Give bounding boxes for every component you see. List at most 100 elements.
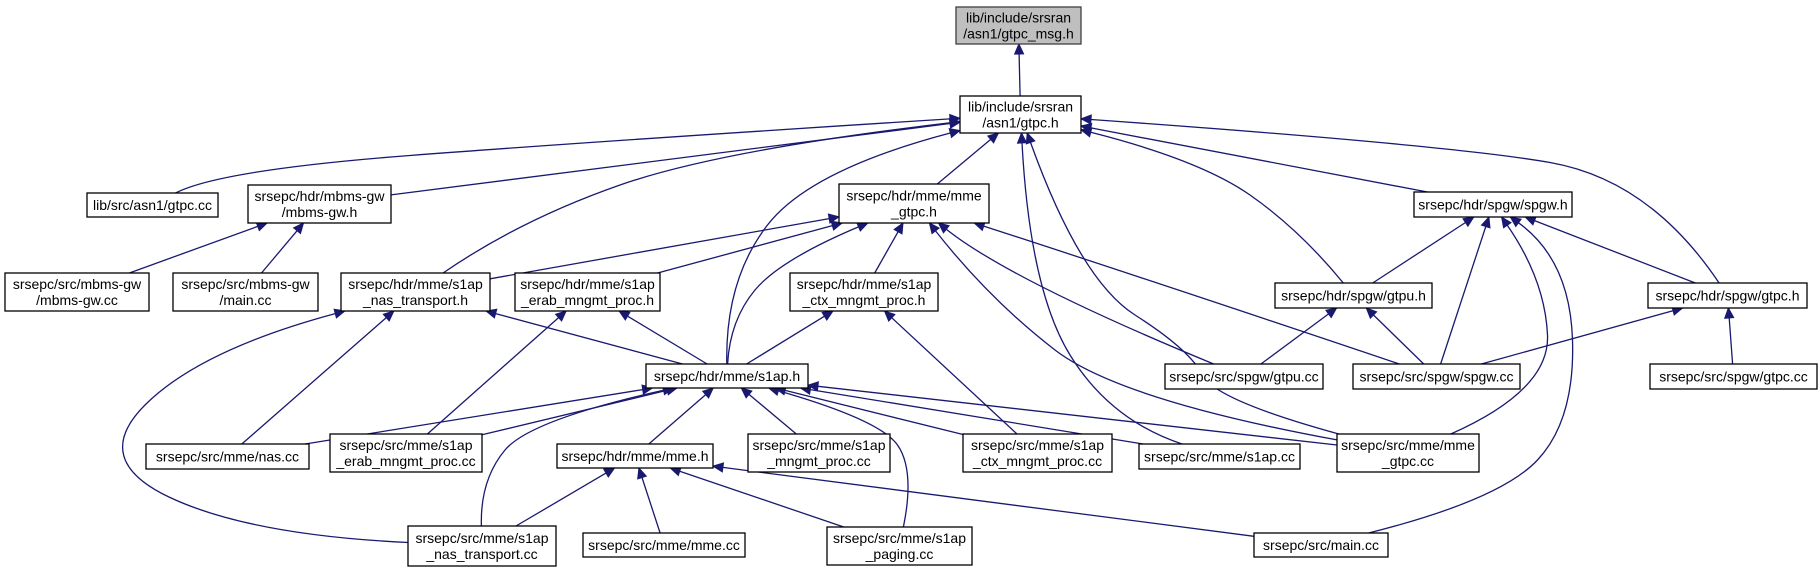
node-label-line: /asn1/gtpc_msg.h (963, 26, 1074, 42)
node-mme-h[interactable]: srsepc/hdr/mme/mme.h (556, 443, 714, 469)
node-label-line: srsepc/hdr/mme/mme (846, 188, 982, 204)
node-label-line: srsepc/src/mme/s1ap (339, 437, 472, 453)
node-label-line: /asn1/gtpc.h (982, 115, 1058, 131)
node-spgw-gtpc-h[interactable]: srsepc/hdr/spgw/gtpc.h (1647, 282, 1808, 309)
dependency-edges (121, 42, 1735, 544)
node-gtpc-h[interactable]: lib/include/srsran/asn1/gtpc.h (959, 95, 1082, 134)
node-box (1164, 363, 1324, 390)
node-label-line: srsepc/src/mbms-gw (181, 276, 310, 292)
node-label-line: _paging.cc (865, 546, 934, 562)
node-label-line: _mngmt_proc.cc (766, 453, 870, 469)
node-label-line: /mbms-gw.cc (36, 292, 118, 308)
node-box (1352, 363, 1521, 390)
node-mbmsgw-h[interactable]: srsepc/hdr/mbms-gw/mbms-gw.h (247, 184, 392, 224)
node-label-line: lib/src/asn1/gtpc.cc (93, 197, 212, 213)
node-ctx-cc[interactable]: srsepc/src/mme/s1ap_ctx_mngmt_proc.cc (962, 433, 1113, 473)
node-nas-cc[interactable]: srsepc/src/mme/nas.cc (145, 443, 310, 470)
node-paging-cc[interactable]: srsepc/src/mme/s1ap_paging.cc (826, 526, 973, 566)
node-label-line: _gtpc.cc (1381, 453, 1434, 469)
node-mme-gtpc-h[interactable]: srsepc/hdr/mme/mme_gtpc.h (838, 183, 990, 224)
node-label-line: srsepc/src/mme/s1ap (752, 437, 885, 453)
edge-gtpu_h-to-spgw_h (1372, 216, 1475, 284)
node-label-line: srsepc/hdr/mbms-gw (255, 188, 386, 204)
node-box (1413, 191, 1573, 218)
node-gtpc-msg-h: lib/include/srsran/asn1/gtpc_msg.h (955, 6, 1082, 45)
edge-s1ap_h-to-ctx_h (746, 310, 835, 365)
node-label-line: _erab_mngmt_proc.h (520, 292, 654, 308)
node-label-line: /main.cc (219, 292, 271, 308)
node-box (172, 272, 319, 312)
node-box (340, 272, 491, 312)
edge-gtpu_h-to-gtpc_h (1079, 127, 1344, 284)
edge-mme_h-to-s1ap_h (648, 387, 715, 445)
node-asn1-gtpc-cc[interactable]: lib/src/asn1/gtpc.cc (86, 192, 219, 218)
node-nas-tr-cc[interactable]: srsepc/src/mme/s1ap_nas_transport.cc (407, 525, 557, 567)
node-nas-tr-h[interactable]: srsepc/hdr/mme/s1ap_nas_transport.h (340, 272, 491, 312)
node-box (1649, 363, 1818, 390)
node-box (1253, 532, 1389, 558)
edge-spgw_cc-to-spgw_gtpc_h (1481, 305, 1684, 365)
node-spgw-cc[interactable]: srsepc/src/spgw/spgw.cc (1352, 363, 1521, 390)
edge-nas_cc-to-nas_tr_h (241, 310, 395, 445)
edge-s1ap_h-to-erab_h (618, 310, 708, 365)
edge-ctx_h-to-mme_gtpc_h (874, 221, 904, 274)
node-s1ap-h[interactable]: srsepc/hdr/mme/s1ap.h (645, 363, 809, 389)
node-erab-h[interactable]: srsepc/hdr/mme/s1ap_erab_mngmt_proc.h (514, 272, 661, 312)
node-mngmt-cc[interactable]: srsepc/src/mme/s1ap_mngmt_proc.cc (747, 433, 891, 473)
node-label-line: _ctx_mngmt_proc.h (802, 292, 926, 308)
node-label-line: srsepc/hdr/mme/s1ap (797, 276, 932, 292)
edge-mme_gtpc_cc-to-s1ap_h (806, 381, 1338, 446)
edge-gtpu_cc-to-mme_gtpc_h (937, 222, 1214, 365)
edge-mbms_main_cc-to-mbmsgw_h (261, 222, 305, 274)
node-label-line: lib/include/srsran (966, 10, 1071, 26)
node-spgw-h[interactable]: srsepc/hdr/spgw/spgw.h (1413, 191, 1573, 218)
node-box (247, 184, 392, 224)
node-box (959, 95, 1082, 134)
node-s1ap-cc[interactable]: srsepc/src/mme/s1ap.cc (1138, 443, 1301, 470)
node-mme-gtpc-cc[interactable]: srsepc/src/mme/mme_gtpc.cc (1336, 433, 1480, 473)
edge-nas_tr_h-to-gtpc_h (442, 117, 962, 274)
node-label-line: _erab_mngmt_proc.cc (335, 453, 475, 469)
node-erab-cc[interactable]: srsepc/src/mme/s1ap_erab_mngmt_proc.cc (329, 433, 483, 473)
node-ctx-h[interactable]: srsepc/hdr/mme/s1ap_ctx_mngmt_proc.h (789, 272, 939, 312)
node-box (1138, 443, 1301, 470)
edge-ctx_cc-to-ctx_h (883, 310, 1018, 435)
node-label-line: srsepc/src/mme/s1ap (415, 530, 548, 546)
node-box (329, 433, 483, 473)
node-main-cc[interactable]: srsepc/src/main.cc (1253, 532, 1389, 558)
edge-gtpu_cc-to-gtpu_h (1260, 307, 1338, 365)
edge-mngmt_cc-to-s1ap_h (740, 387, 797, 435)
node-mbms-main-cc[interactable]: srsepc/src/mbms-gw/main.cc (172, 272, 319, 312)
edge-mbmsgw_cc-to-mbmsgw_h (129, 221, 269, 274)
node-label-line: srsepc/hdr/spgw/gtpu.h (1281, 288, 1426, 304)
node-box (789, 272, 939, 312)
node-label-line: srsepc/hdr/mme/mme.h (561, 448, 708, 464)
node-label-line: srsepc/hdr/mme/s1ap (520, 276, 655, 292)
edge-erab_cc-to-erab_h (426, 310, 568, 435)
node-label-line: _nas_transport.h (362, 292, 468, 308)
node-box (1274, 282, 1433, 309)
edge-gtpc_h-to-gtpc_msg_h (1013, 42, 1025, 97)
node-box (962, 433, 1113, 473)
node-label-line: srsepc/hdr/mme/s1ap (348, 276, 483, 292)
node-box (582, 532, 746, 558)
node-gtpu-h[interactable]: srsepc/hdr/spgw/gtpu.h (1274, 282, 1433, 309)
node-mme-cc[interactable]: srsepc/src/mme/mme.cc (582, 532, 746, 558)
node-gtpu-cc[interactable]: srsepc/src/spgw/gtpu.cc (1164, 363, 1324, 390)
node-label-line: srsepc/src/spgw/spgw.cc (1359, 369, 1513, 385)
node-box (838, 183, 990, 224)
edge-s1ap_cc-to-gtpc_h (1016, 131, 1183, 445)
node-box (145, 443, 310, 470)
node-box (407, 525, 557, 567)
node-box (645, 363, 809, 389)
node-spgw-gtpc-cc[interactable]: srsepc/src/spgw/gtpc.cc (1649, 363, 1818, 390)
edge-spgw_cc-to-spgw_h (1439, 215, 1491, 365)
edge-spgw_gtpc_h-to-gtpc_h (1079, 114, 1720, 284)
edge-mme_cc-to-mme_h (637, 466, 661, 534)
node-label-line: srsepc/src/main.cc (1263, 537, 1379, 553)
node-box (826, 526, 973, 566)
node-label-line: srsepc/src/mme/s1ap.cc (1144, 449, 1295, 465)
edge-nas_tr_h-to-mme_gtpc_h (489, 213, 841, 280)
node-mbmsgw-cc[interactable]: srsepc/src/mbms-gw/mbms-gw.cc (4, 272, 150, 312)
node-label-line: srsepc/hdr/spgw/spgw.h (1418, 197, 1567, 213)
